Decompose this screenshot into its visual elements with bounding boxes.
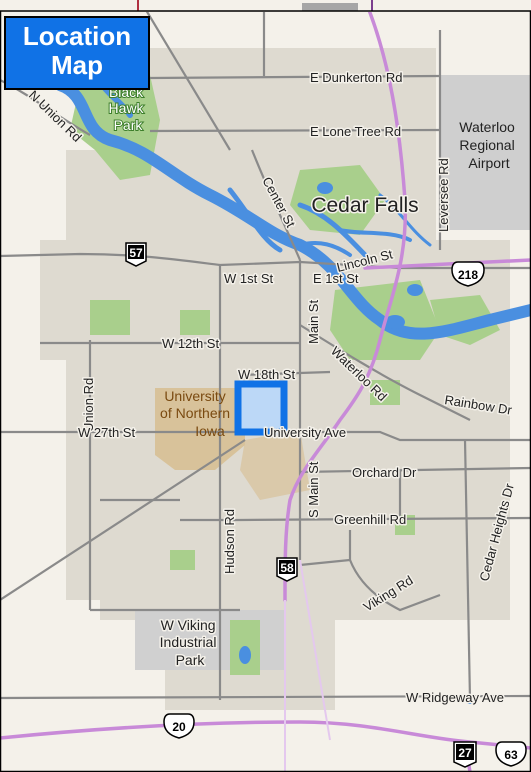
- road-label-university-ave: University Ave: [264, 425, 346, 440]
- road-label-e-lone-tree: E Lone Tree Rd: [310, 124, 401, 139]
- road-label-orchard: Orchard Dr: [352, 465, 417, 480]
- university-label: University of Northern Iowa: [160, 388, 234, 439]
- black-hawk-park-label: Black Hawk Park: [109, 84, 148, 133]
- svg-text:218: 218: [458, 268, 478, 282]
- road-label-greenhill: Greenhill Rd: [334, 512, 406, 527]
- map-title-line2: Map: [51, 50, 103, 80]
- svg-text:58: 58: [280, 561, 294, 575]
- svg-text:27: 27: [458, 746, 472, 760]
- road-label-e-1st: E 1st St: [313, 271, 359, 286]
- city-label: Cedar Falls: [311, 194, 418, 217]
- roads: [0, 0, 531, 701]
- ponds: [239, 182, 475, 704]
- road-label-s-main: S Main St: [306, 461, 321, 518]
- road-label-w-18th: W 18th St: [238, 367, 295, 382]
- road-label-union-rd: Union Rd: [81, 378, 96, 432]
- shield-20: 20: [163, 713, 195, 739]
- shield-58: 58: [276, 557, 298, 582]
- road-label-leversee: Leversee Rd: [436, 158, 451, 232]
- shield-57: 57: [125, 242, 147, 267]
- airport-label: Waterloo Regional Airport: [459, 119, 518, 171]
- road-label-hudson: Hudson Rd: [222, 509, 237, 574]
- svg-text:57: 57: [129, 246, 143, 260]
- road-label-w-12th: W 12th St: [162, 336, 219, 351]
- shield-27: 27: [453, 741, 477, 768]
- road-label-e-dunkerton: E Dunkerton Rd: [310, 70, 403, 85]
- university-area: [155, 388, 245, 470]
- shield-218: 218: [451, 261, 485, 287]
- map-title-line1: Location: [22, 21, 132, 51]
- river: [54, 67, 531, 340]
- industrial-park-label: W Viking Industrial Park: [160, 617, 221, 668]
- map-title: Location Map: [4, 16, 150, 90]
- road-label-main-st: Main St: [306, 300, 321, 344]
- road-label-w-27th: W 27th St: [78, 425, 135, 440]
- location-marker[interactable]: [234, 380, 288, 436]
- road-label-w-1st: W 1st St: [224, 271, 274, 286]
- svg-text:63: 63: [504, 748, 518, 762]
- airport-area: [440, 75, 531, 230]
- svg-text:20: 20: [172, 720, 186, 734]
- road-label-w-ridgeway: W Ridgeway Ave: [406, 690, 504, 705]
- shield-63: 63: [495, 741, 527, 767]
